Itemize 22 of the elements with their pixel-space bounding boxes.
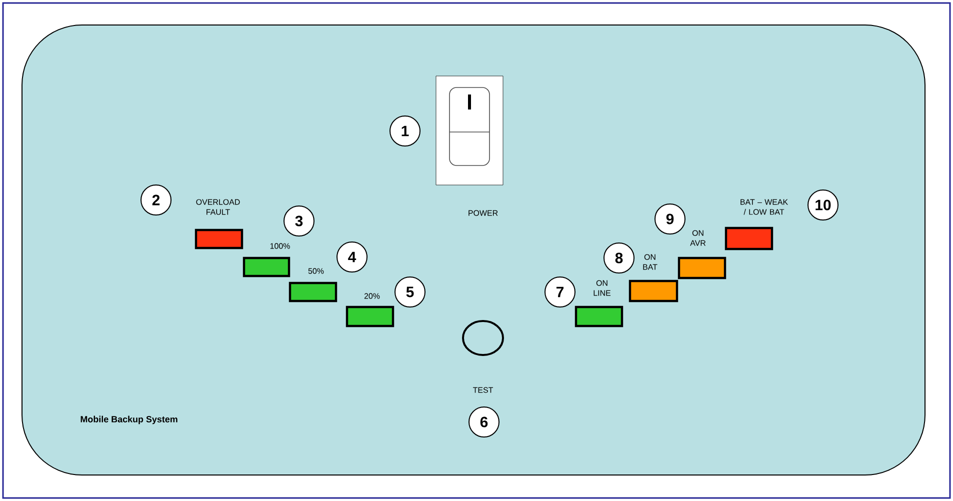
- callout-number: 10: [808, 190, 838, 220]
- indicator-light: [288, 282, 338, 302]
- callout-number: 4: [336, 242, 368, 272]
- callout-number: 9: [654, 204, 686, 234]
- indicator-light: [678, 256, 726, 280]
- indicator-light: [194, 228, 244, 250]
- panel-label: Mobile Backup System: [80, 416, 178, 424]
- control-panel: [22, 24, 926, 476]
- callout-number: 1: [390, 116, 420, 146]
- indicator-light: [242, 256, 290, 278]
- indicator-light: [628, 280, 678, 302]
- callout-number: 3: [284, 206, 314, 236]
- callout-number: 6: [468, 406, 500, 438]
- callout-number: 5: [394, 276, 426, 308]
- callout-number: 2: [140, 184, 172, 216]
- power-switch: [436, 76, 504, 186]
- callout-number: 7: [544, 276, 576, 308]
- indicator-light: [346, 306, 394, 328]
- indicator-light: [574, 306, 624, 328]
- indicator-light: [724, 226, 774, 250]
- callout-number: 8: [604, 242, 634, 274]
- test-button: [462, 320, 504, 356]
